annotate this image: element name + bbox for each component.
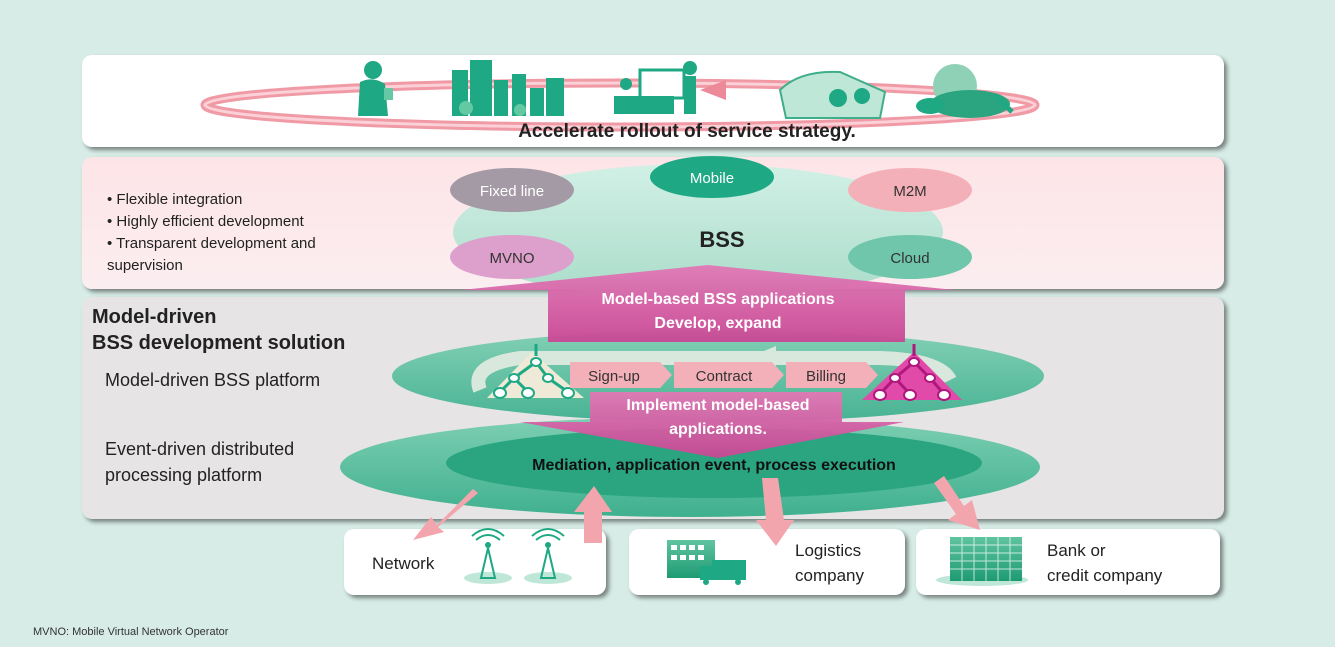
network-in-arrow xyxy=(574,486,612,543)
cloud-bubble xyxy=(848,235,972,279)
contract-step-arrow xyxy=(674,362,784,388)
city-buildings-icon xyxy=(452,60,564,116)
logistics-arrow xyxy=(756,478,794,546)
network-label: Network xyxy=(372,554,435,573)
solution-title-line2: BSS development solution xyxy=(92,332,346,354)
fixed-line-bubble xyxy=(450,168,574,212)
bank-building-icon xyxy=(936,537,1028,586)
warehouse-truck-icon xyxy=(667,540,746,585)
down-arrow-line1: Implement model-based xyxy=(626,397,809,414)
bank-label-line2: credit company xyxy=(1047,566,1163,585)
model-tree-right-icon xyxy=(862,344,962,401)
cloud-label: Cloud xyxy=(890,250,929,267)
billing-step-arrow xyxy=(786,362,878,388)
person-reading-icon xyxy=(358,61,393,116)
bullet-item: • Highly efficient development xyxy=(107,213,304,230)
mobile-bubble xyxy=(650,156,774,198)
bss-feature-list: • Flexible integration • Highly efficien… xyxy=(107,189,316,277)
antenna-tower-icon xyxy=(464,528,512,584)
logistics-label-line1: Logistics xyxy=(795,541,861,560)
mvno-bubble xyxy=(450,235,574,279)
m2m-bubble xyxy=(848,168,972,212)
down-arrow-line2: applications. xyxy=(669,421,767,438)
footnote: MVNO: Mobile Virtual Network Operator xyxy=(33,626,229,638)
contract-label: Contract xyxy=(696,368,754,385)
event-platform-label: Event-driven distributed processing plat… xyxy=(105,436,294,488)
up-arrow-line1: Model-based BSS applications xyxy=(602,291,835,308)
cycle-arrowhead-icon xyxy=(752,346,776,366)
process-cycle-arrow xyxy=(471,351,957,393)
event-label-line2: processing platform xyxy=(105,465,263,485)
rollout-cycle-ring xyxy=(200,78,1040,132)
bss-core xyxy=(453,164,943,300)
bullet-item: supervision xyxy=(107,257,183,274)
bank-arrow xyxy=(934,476,980,530)
model-tree-left-icon xyxy=(487,344,584,399)
solution-title-line1: Model-driven xyxy=(92,306,217,328)
event-label-line1: Event-driven distributed xyxy=(105,439,295,459)
solution-title: Model-driven BSS development solution xyxy=(92,304,345,356)
billing-label: Billing xyxy=(806,368,846,385)
banner-title: Accelerate rollout of service strategy. xyxy=(518,121,856,142)
driver-car-icon xyxy=(778,70,887,119)
bullet-item: • Transparent development and xyxy=(107,235,316,252)
platform-label: Model-driven BSS platform xyxy=(105,370,321,390)
mvno-label: MVNO xyxy=(490,250,535,267)
antenna-tower-icon xyxy=(524,528,572,584)
logistics-label-line2: company xyxy=(795,566,864,585)
bss-label: BSS xyxy=(699,227,744,252)
vegetables-icon xyxy=(916,64,1014,118)
network-box xyxy=(344,529,606,595)
mediation-label: Mediation, application event, process ex… xyxy=(532,457,896,474)
bank-label-line1: Bank or xyxy=(1047,541,1106,560)
mediation-ellipse xyxy=(446,428,982,498)
mobile-label: Mobile xyxy=(690,170,734,187)
signup-step-arrow xyxy=(570,362,672,388)
meeting-presentation-icon xyxy=(614,61,697,114)
up-arrow-line2: Develop, expand xyxy=(654,315,781,332)
signup-label: Sign-up xyxy=(588,368,640,385)
fixed-line-label: Fixed line xyxy=(480,183,544,200)
bullet-item: • Flexible integration xyxy=(107,191,243,208)
develop-expand-up-arrow xyxy=(461,265,955,342)
implement-down-arrow xyxy=(520,392,904,458)
m2m-label: M2M xyxy=(893,183,926,200)
network-out-arrow xyxy=(413,489,478,540)
